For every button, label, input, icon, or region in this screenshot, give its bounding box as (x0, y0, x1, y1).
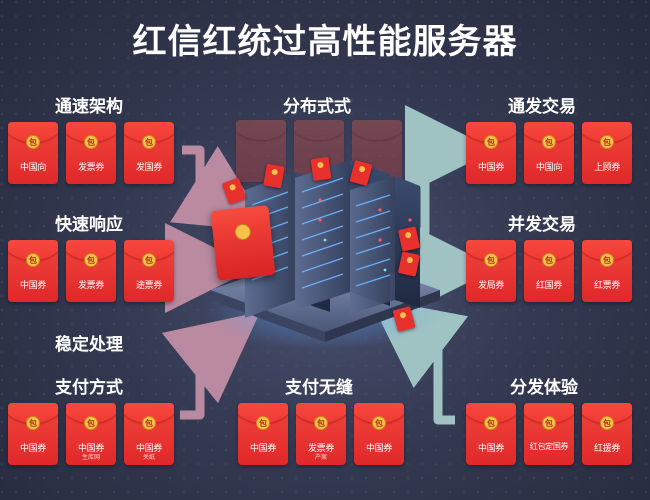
coin-seal-icon: 包 (600, 135, 614, 149)
envelope-tongsu-3: 包发国券 (124, 122, 174, 184)
arrow-zhifu (161, 311, 261, 420)
coin-seal-icon: 包 (26, 416, 40, 430)
coin-seal-icon: 包 (542, 135, 556, 149)
envelope-zhifu-2: 包中国券生库网 (66, 403, 116, 465)
envelope-fenfa-3: 包红援券 (582, 403, 632, 465)
coin-seal-icon: 包 (84, 416, 98, 430)
label-zhifu: 支付方式 (55, 378, 123, 398)
label-kuaisu: 快速响应 (55, 215, 123, 235)
label-fenbu: 分布式式 (283, 97, 351, 117)
envelope-zhifu-3: 包中国券关纸 (124, 403, 174, 465)
envelope-wufeng-1: 包中国券 (238, 403, 288, 465)
coin-seal-icon: 包 (142, 253, 156, 267)
coin-seal-icon: 包 (484, 416, 498, 430)
coin-seal-icon: 包 (484, 253, 498, 267)
coin-seal-icon: 包 (84, 135, 98, 149)
server-rack-icon (205, 160, 445, 350)
envelope-bingfa-2: 包红国券 (524, 240, 574, 302)
envelope-tongfa-2: 包中国向 (524, 122, 574, 184)
coin-seal-icon: 包 (314, 416, 328, 430)
floating-envelope-2 (263, 163, 285, 189)
coin-seal-icon: 包 (26, 253, 40, 267)
coin-seal-icon: 包 (84, 253, 98, 267)
coin-seal-icon: 包 (600, 253, 614, 267)
label-wufeng: 支付无缝 (285, 378, 353, 398)
coin-seal-icon: 包 (372, 416, 386, 430)
envelope-fenfa-1: 包中国券 (466, 403, 516, 465)
coin-seal-icon: 包 (542, 416, 556, 430)
label-bingfa: 并发交易 (508, 215, 576, 235)
label-fenfa: 分发体验 (510, 378, 578, 398)
coin-seal-icon: 包 (484, 135, 498, 149)
coin-seal-icon: 包 (26, 135, 40, 149)
envelope-zhifu-1: 包中国券 (8, 403, 58, 465)
label-tongfa: 通发交易 (508, 97, 576, 117)
envelope-central (210, 205, 276, 281)
envelope-bingfa-3: 包红票券 (582, 240, 632, 302)
page-title: 红信红统过高性能服务器 (132, 22, 518, 62)
floating-envelope-3 (310, 156, 332, 182)
coin-seal-icon: 包 (256, 416, 270, 430)
envelope-wufeng-2: 包发票券产案 (296, 403, 346, 465)
envelope-tongfa-1: 包中国券 (466, 122, 516, 184)
label-wending: 稳定处理 (55, 335, 123, 355)
envelope-kuaisu-1: 包中国券 (8, 240, 58, 302)
envelope-bingfa-1: 包发局券 (466, 240, 516, 302)
envelope-fenfa-2: 包红包定国券 (524, 403, 574, 465)
envelope-tongfa-3: 包上顾券 (582, 122, 632, 184)
envelope-kuaisu-3: 包途票券 (124, 240, 174, 302)
coin-seal-icon: 包 (600, 416, 614, 430)
coin-seal-icon: 包 (542, 253, 556, 267)
envelope-tongsu-1: 包中国向 (8, 122, 58, 184)
label-tongsu: 通速架构 (55, 97, 123, 117)
envelope-kuaisu-2: 包发票券 (66, 240, 116, 302)
envelope-wufeng-3: 包中国券 (354, 403, 404, 465)
envelope-tongsu-2: 包发票券 (66, 122, 116, 184)
coin-seal-icon: 包 (142, 135, 156, 149)
coin-seal-icon: 包 (142, 416, 156, 430)
